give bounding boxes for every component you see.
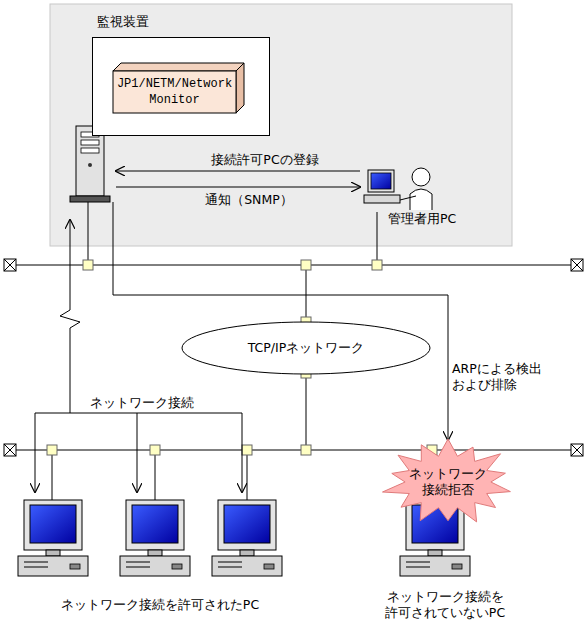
node-heading: 監視装置 bbox=[97, 14, 149, 30]
pc-icon bbox=[400, 500, 470, 576]
node-text-area: JP1/NETM/Network Monitor bbox=[113, 71, 236, 113]
text-label: 通知（SNMP） bbox=[189, 192, 309, 208]
node-text: TCP/IPネットワーク bbox=[248, 340, 365, 356]
admin-pc-icon bbox=[364, 168, 432, 210]
network-ellipse: TCP/IPネットワーク bbox=[181, 321, 431, 375]
monitor-box: 監視装置JP1/NETM/Network Monitor bbox=[92, 37, 270, 136]
text-label: 管理者用PC bbox=[388, 211, 478, 227]
node-text: ネットワーク 接続拒否 bbox=[408, 466, 488, 498]
text-label: ネットワーク接続 bbox=[90, 395, 210, 411]
server-icon bbox=[70, 126, 110, 202]
pc-icon bbox=[212, 500, 282, 576]
ellipse-outline bbox=[182, 322, 430, 374]
text-label: 接続許可PCの登録 bbox=[190, 152, 340, 168]
text-label: ネットワーク接続を許可されたPC bbox=[40, 597, 280, 613]
node-text-area: TCP/IPネットワーク bbox=[181, 321, 431, 375]
pc-icon bbox=[120, 500, 190, 576]
pc-icon bbox=[18, 500, 88, 576]
box-side-face bbox=[236, 63, 244, 113]
notify-arrow bbox=[116, 187, 360, 188]
register-arrow bbox=[116, 171, 360, 172]
node-text: JP1/NETM/Network Monitor bbox=[113, 76, 236, 108]
node-text-area: ネットワーク 接続拒否 bbox=[408, 438, 488, 526]
burst-outline bbox=[383, 439, 511, 522]
box-front-face bbox=[113, 71, 236, 113]
box-top-face bbox=[113, 63, 244, 71]
reject-burst: ネットワーク 接続拒否 bbox=[383, 438, 513, 526]
monitor-area bbox=[50, 4, 512, 246]
network-lines bbox=[16, 202, 571, 500]
software-box: JP1/NETM/Network Monitor bbox=[113, 63, 244, 113]
text-label: ネットワーク接続を 許可されていないPC bbox=[370, 589, 520, 621]
text-label: ARPによる検出 および排除 bbox=[452, 361, 552, 393]
terminators bbox=[4, 259, 583, 456]
